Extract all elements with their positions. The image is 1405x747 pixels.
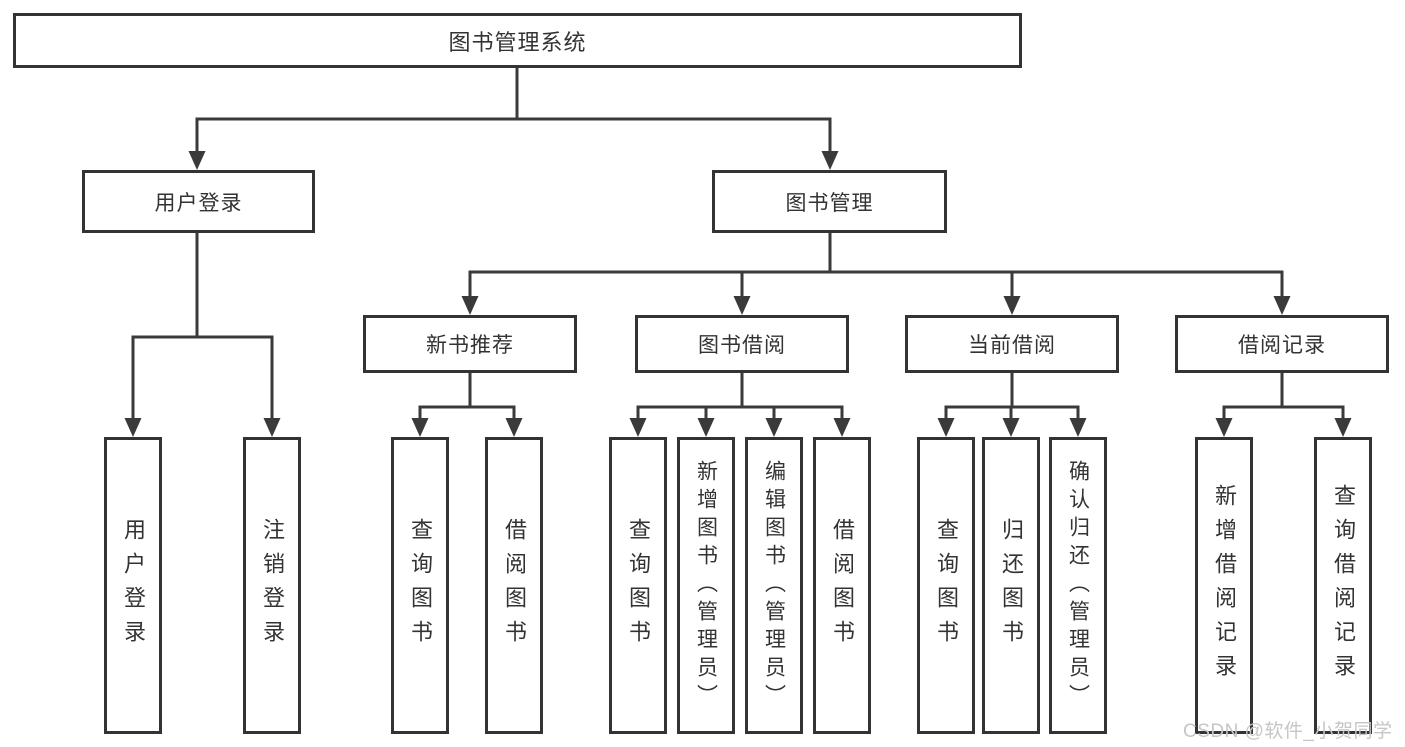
leaf-borrow-books-borrow: 借阅图书: [813, 437, 871, 734]
node-current-borrow: 当前借阅: [905, 315, 1119, 373]
leaf-query-books-recommend: 查询图书: [391, 437, 449, 734]
leaf-return-book: 归还图书: [982, 437, 1040, 734]
node-book-borrow: 图书借阅: [635, 315, 849, 373]
node-book-management: 图书管理: [712, 170, 947, 233]
connector-user-login-children: [124, 231, 281, 437]
connector-new-book-recommend-children: [411, 371, 523, 437]
leaf-query-borrow-record: 查询借阅记录: [1314, 437, 1372, 734]
leaf-edit-book-admin: 编辑图书（管理员）: [745, 437, 803, 734]
connector-borrow-records-children: [1215, 371, 1352, 437]
leaf-logout: 注销登录: [243, 437, 301, 734]
node-borrow-records: 借阅记录: [1175, 315, 1389, 373]
leaf-add-borrow-record: 新增借阅记录: [1195, 437, 1253, 734]
leaf-user-login: 用户登录: [104, 437, 162, 734]
node-library-management-system: 图书管理系统: [13, 13, 1022, 68]
node-new-book-recommend: 新书推荐: [363, 315, 577, 373]
connector-root-to-level2: [188, 66, 839, 170]
leaf-query-books-current: 查询图书: [917, 437, 975, 734]
connector-current-borrow-children: [937, 371, 1087, 437]
leaf-query-books-borrow: 查询图书: [609, 437, 667, 734]
node-user-login: 用户登录: [82, 170, 315, 233]
leaf-borrow-books-recommend: 借阅图书: [485, 437, 543, 734]
leaf-add-book-admin: 新增图书（管理员）: [677, 437, 735, 734]
csdn-watermark: CSDN @软件_小贺同学: [1183, 721, 1393, 742]
connector-book-borrow-children: [629, 371, 851, 437]
leaf-confirm-return-admin: 确认归还（管理员）: [1049, 437, 1107, 734]
connector-book-management-children: [461, 231, 1291, 315]
